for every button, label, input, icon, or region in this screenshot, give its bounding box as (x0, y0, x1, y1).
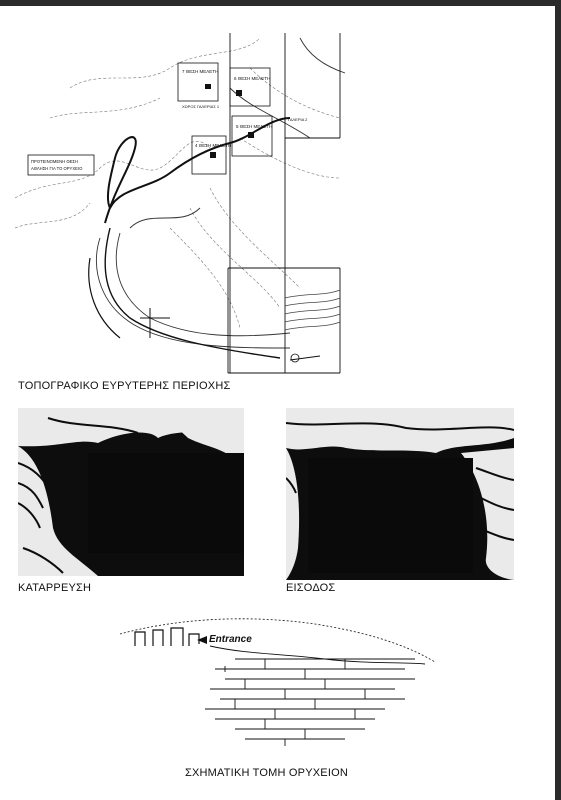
map-caption: ΤΟΠΟΓΡΑΦΙΚΟ ΕΥΡΥΤΕΡΗΣ ΠΕΡΙΟΧΗΣ (18, 380, 231, 392)
scanned-page: 7 ΘΕΣΗ ΜΕΛΕΤΗ 6 ΘΕΣΗ ΜΕΛΕΤΗ 5 ΘΕΣΗ ΜΕΛΕΤ… (0, 6, 555, 800)
map-label-6: 6 ΘΕΣΗ ΜΕΛΕΤΗ (234, 76, 270, 81)
map-label-4: 4 ΘΕΣΗ ΜΕΛΕΤΗ (195, 143, 231, 148)
section-caption: ΣΧΗΜΑΤΙΚΗ ΤΟΜΗ ΟΡΥΧΕΙΟΝ (185, 767, 348, 779)
map-label-gallery-2: ΓΑΛΕΡΙΑ 2 (288, 117, 308, 122)
photo-entrance-caption: ΕΙΣΟΔΟΣ (286, 582, 336, 594)
map-label-proposed-sub: ΑΘΛΗΣΗ ΓΙΑ ΤΟ ΟΡΥΧΕΙΟ (31, 166, 83, 171)
map-label-5: 5 ΘΕΣΗ ΜΕΛΕΤΗ (236, 124, 272, 129)
topographic-map: 7 ΘΕΣΗ ΜΕΛΕΤΗ 6 ΘΕΣΗ ΜΕΛΕΤΗ 5 ΘΕΣΗ ΜΕΛΕΤ… (14, 33, 346, 374)
photo-collapse (18, 408, 244, 576)
map-label-gallery-1: ΧΩΡΟΣ ΓΑΛΕΡΙΑΣ 1 (182, 104, 220, 109)
top-border (0, 0, 561, 6)
entrance-label: Entrance (209, 634, 252, 645)
photo-entrance (286, 408, 514, 580)
map-label-proposed: ΠΡΟΤΕΙΝΟΜΕΝΗ ΘΕΣΗ (31, 159, 78, 164)
photo-collapse-caption: ΚΑΤΑΡΡΕΥΣΗ (18, 582, 92, 594)
map-label-7: 7 ΘΕΣΗ ΜΕΛΕΤΗ (182, 69, 218, 74)
schematic-mine-section: Entrance (119, 618, 436, 746)
right-border (555, 0, 561, 800)
